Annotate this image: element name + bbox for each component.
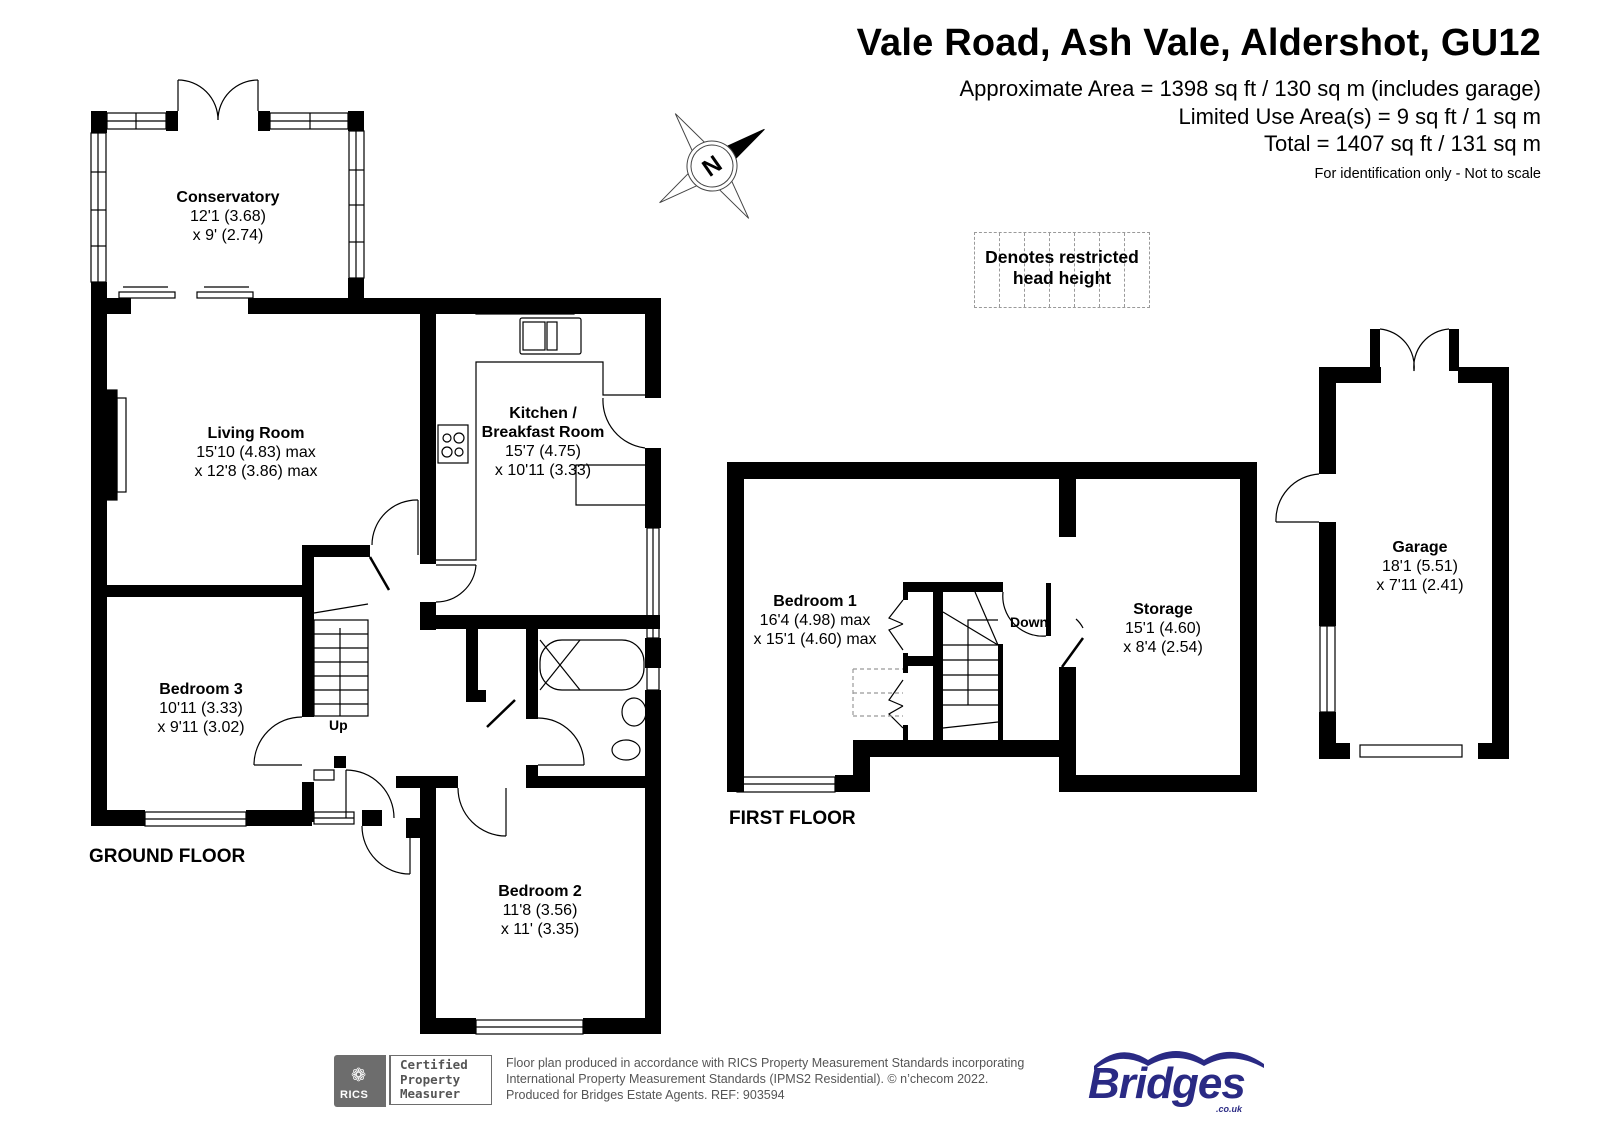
- bridges-logo: Bridges .co.uk: [1088, 1040, 1268, 1114]
- room-garage: Garage 18'1 (5.51) x 7'11 (2.41): [1376, 539, 1464, 594]
- restricted-height-legend: Denotes restricted head height: [974, 232, 1150, 308]
- room-bedroom-3: Bedroom 3 10'11 (3.33) x 9'11 (3.02): [157, 681, 245, 736]
- property-title: Vale Road, Ash Vale, Aldershot, GU12: [856, 22, 1541, 64]
- total-area: Total = 1407 sq ft / 131 sq m: [1264, 131, 1541, 156]
- room-bedroom-1: Bedroom 1 16'4 (4.98) max x 15'1 (4.60) …: [753, 593, 877, 648]
- bridges-arches-icon: [1094, 1051, 1264, 1070]
- room-bedroom-2: Bedroom 2 11'8 (3.56) x 11' (3.35): [498, 883, 582, 938]
- rics-logo: ❁ RICS: [334, 1055, 386, 1107]
- rics-lion-icon: ❁: [351, 1065, 367, 1085]
- room-kitchen-breakfast: Kitchen / Breakfast Room 15'7 (4.75) x 1…: [481, 405, 605, 479]
- room-storage: Storage 15'1 (4.60) x 8'4 (2.54): [1123, 601, 1203, 656]
- approximate-area: Approximate Area = 1398 sq ft / 130 sq m…: [959, 76, 1542, 101]
- stairs-down-label: Down: [1010, 614, 1049, 630]
- rics-certified-badge: ❁ RICS Certified Property Measurer: [334, 1055, 494, 1107]
- legend-line-1: Denotes restricted: [985, 247, 1139, 267]
- ground-floor-label: GROUND FLOOR: [89, 846, 246, 867]
- room-conservatory: Conservatory 12'1 (3.68) x 9' (2.74): [176, 189, 280, 244]
- footer-disclaimer: Floor plan produced in accordance with R…: [506, 1056, 1025, 1102]
- stairs-up-label: Up: [329, 717, 348, 733]
- first-floor-label: FIRST FLOOR: [729, 808, 856, 829]
- compass-north-icon: [659, 113, 765, 219]
- limited-use-area: Limited Use Area(s) = 9 sq ft / 1 sq m: [1178, 104, 1541, 129]
- legend-line-2: head height: [1012, 268, 1112, 288]
- room-living-room: Living Room 15'10 (4.83) max x 12'8 (3.8…: [194, 425, 318, 480]
- disclaimer: For identification only - Not to scale: [1314, 166, 1541, 182]
